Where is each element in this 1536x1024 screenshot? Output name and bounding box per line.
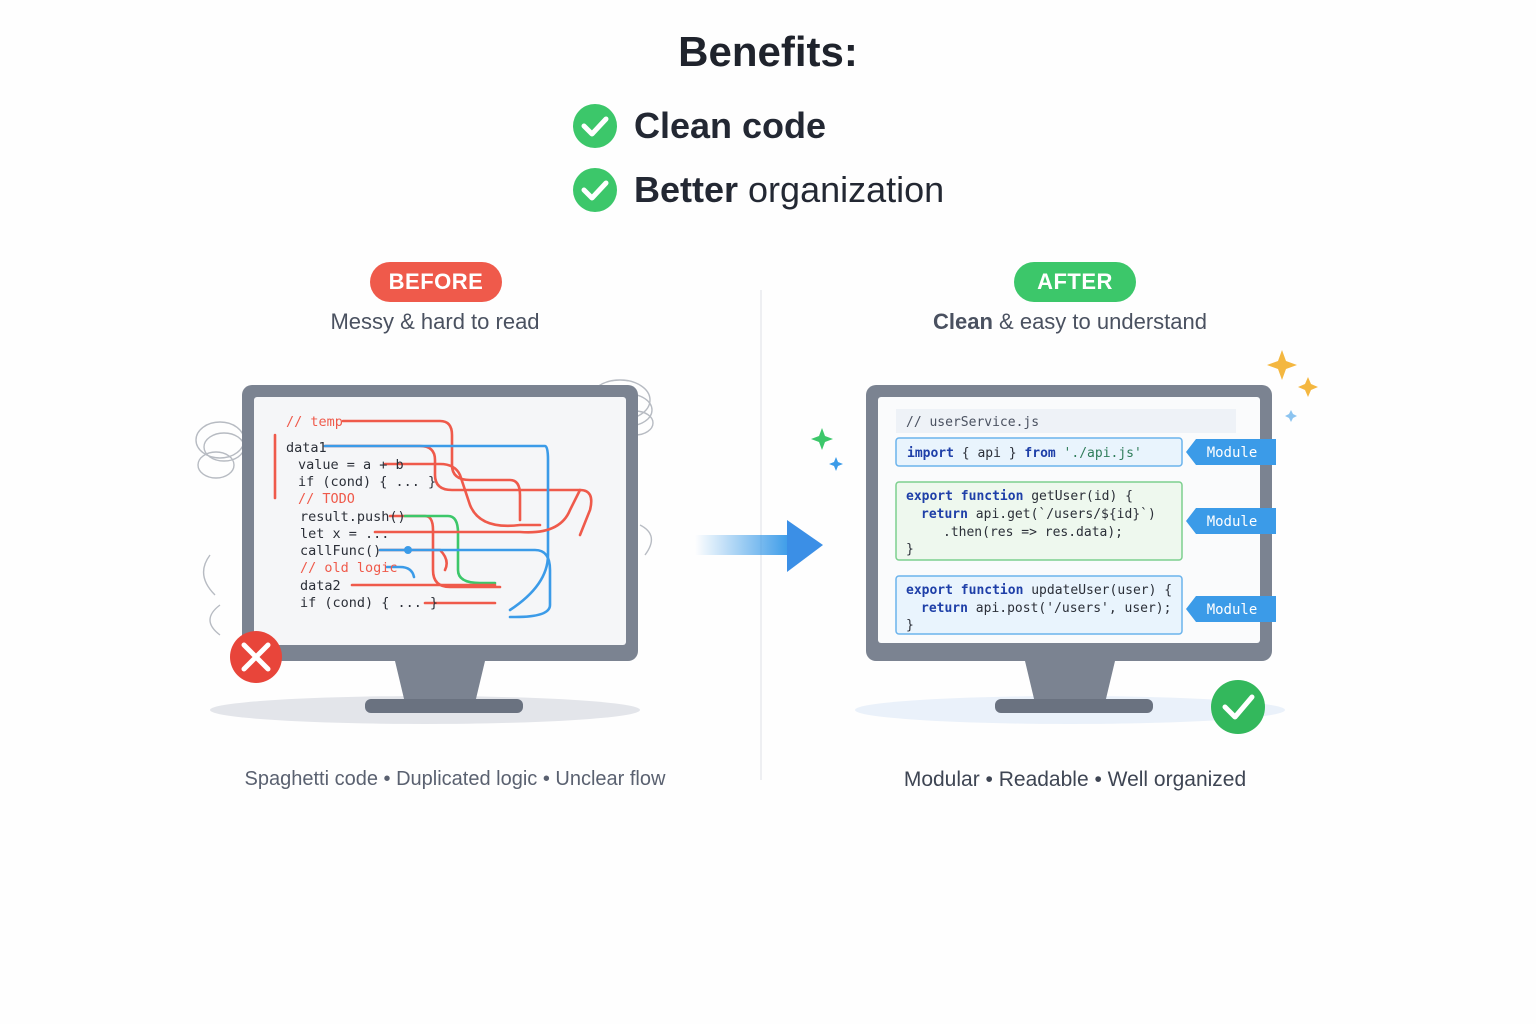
code-line: result.push() [300, 509, 406, 525]
code-line: .then(res => res.data); [943, 525, 1123, 540]
module-label: Module [1207, 514, 1258, 530]
monitor-base [995, 699, 1153, 713]
messy-code-block: // temp data1 value = a + b if (cond) { … [286, 414, 438, 611]
spaghetti-arrows [273, 419, 593, 619]
after-subtitle: Clean & easy to understand [870, 309, 1270, 335]
code-line: } [906, 618, 914, 633]
after-footer: Modular • Readable • Well organized [903, 768, 1247, 791]
code-line: // TODO [298, 491, 355, 507]
check-circle-icon [573, 168, 617, 212]
benefit-label: Better [634, 169, 739, 210]
keyword: return [921, 507, 968, 522]
monitor-screen [254, 397, 626, 645]
code-line: let x = ... [300, 526, 389, 542]
after-badge: AFTER [1014, 262, 1136, 302]
keyword: export function [906, 583, 1023, 598]
code-text: { api } [954, 446, 1024, 461]
module-tag: Module [1186, 508, 1276, 534]
code-line: } [906, 542, 914, 557]
code-line: if (cond) { ... } [300, 595, 438, 611]
benefit-clean-code: Clean code [572, 102, 826, 150]
sparkle-icon [811, 350, 1318, 471]
code-line: // temp [286, 414, 343, 430]
benefit-better-organization: Better organization [572, 166, 944, 214]
import-line: import { api } from './api.js' [907, 446, 1142, 461]
after-subtitle-rest: & easy to understand [992, 309, 1207, 334]
module-tag: Module [1186, 439, 1276, 465]
after-subtitle-bold: Clean [933, 309, 993, 334]
monitor-base [365, 699, 523, 713]
benefit-label-rest: organization [738, 169, 945, 210]
after-monitor-illustration: // userService.js import { api } from '.… [811, 350, 1318, 734]
code-text: getUser(id) { [1023, 489, 1133, 504]
code-line: callFunc() [300, 543, 381, 559]
get-user-block [895, 481, 1183, 561]
code-string: './api.js' [1056, 446, 1142, 461]
code-line: data1 [286, 440, 327, 456]
code-line: export function updateUser(user) { [906, 583, 1172, 598]
keyword: from [1024, 446, 1055, 461]
benefit-label: Clean code [634, 105, 827, 146]
code-line: // old logic [300, 560, 398, 576]
module-label: Module [1207, 602, 1258, 618]
check-circle-icon [573, 104, 617, 148]
code-line: if (cond) { ... } [298, 474, 436, 490]
code-text: api.post('/users', user); [968, 601, 1172, 616]
before-badge: BEFORE [370, 262, 502, 302]
keyword: export function [906, 489, 1023, 504]
keyword: return [921, 601, 968, 616]
keyword: import [907, 446, 954, 461]
code-text: api.get(`/users/${id}`) [968, 507, 1156, 522]
code-line: data2 [300, 578, 341, 594]
code-line: return api.get(`/users/${id}`) [921, 507, 1156, 522]
file-comment: // userService.js [906, 415, 1039, 430]
code-line: export function getUser(id) { [906, 489, 1133, 504]
page-title: Benefits: [678, 28, 858, 75]
module-tag: Module [1186, 596, 1276, 622]
before-monitor-illustration: // temp data1 value = a + b if (cond) { … [195, 379, 654, 724]
monitor-stand [395, 661, 485, 703]
code-text: updateUser(user) { [1023, 583, 1172, 598]
import-block [895, 437, 1183, 467]
before-subtitle: Messy & hard to read [330, 309, 540, 334]
file-header-bar [896, 409, 1236, 433]
before-footer: Spaghetti code • Duplicated logic • Uncl… [244, 768, 666, 790]
arrow-right-icon [695, 520, 823, 572]
check-circle-icon [1211, 680, 1265, 734]
update-user-block [895, 575, 1183, 635]
x-circle-icon [230, 631, 282, 683]
code-line: value = a + b [298, 457, 404, 473]
module-label: Module [1207, 445, 1258, 461]
code-line: return api.post('/users', user); [921, 601, 1171, 616]
monitor-stand [1025, 661, 1115, 703]
